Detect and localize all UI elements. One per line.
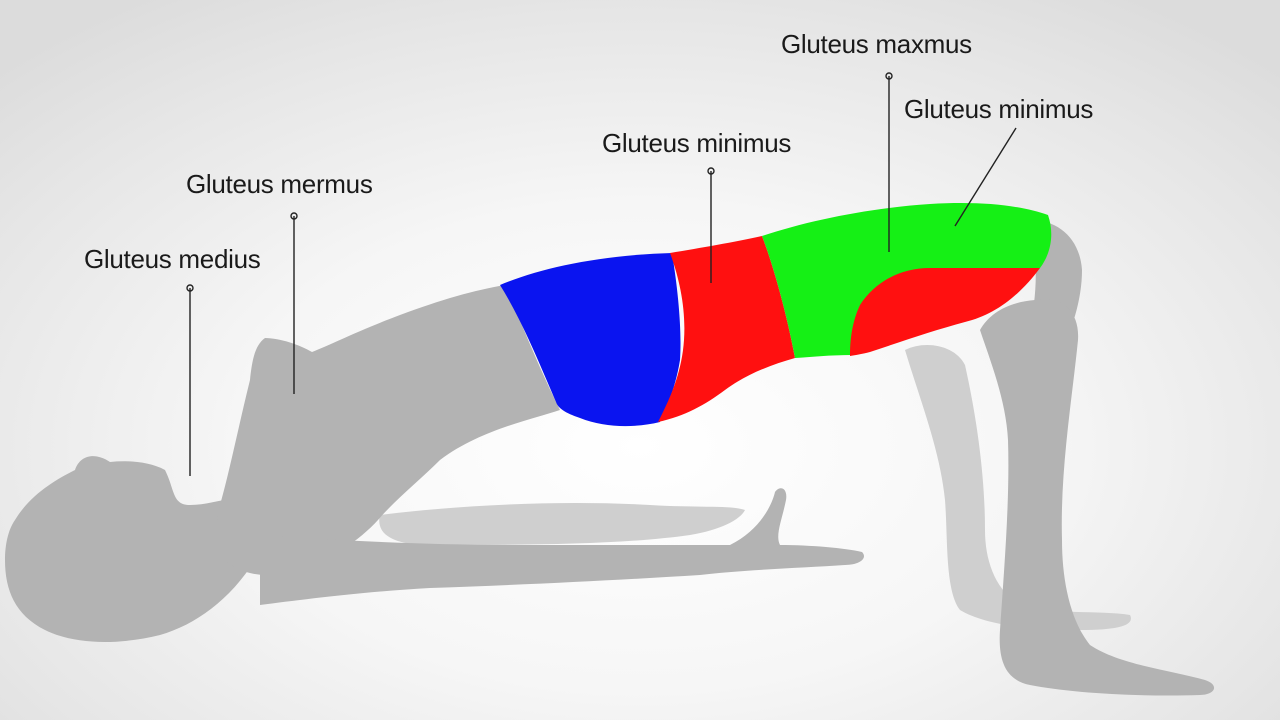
body-silhouette — [5, 220, 1215, 696]
label-gluteus-maxmus: Gluteus maxmus — [781, 29, 972, 59]
background-limbs — [379, 345, 1131, 630]
far-leg — [905, 345, 1131, 630]
muscle-regions — [500, 203, 1052, 427]
leader-dot-gluteus-medius — [186, 284, 194, 292]
head — [5, 456, 255, 642]
leader-dot-gluteus-maxmus — [885, 72, 893, 80]
region-green — [762, 203, 1052, 358]
leader-lines — [186, 72, 1017, 476]
near-arm — [260, 488, 865, 605]
torso — [216, 285, 560, 576]
region-red-center — [658, 236, 795, 422]
leader-dot-gluteus-minimus-center — [707, 167, 715, 175]
near-shin — [980, 299, 1215, 696]
label-gluteus-mermus: Gluteus mermus — [186, 169, 373, 199]
label-gluteus-medius: Gluteus medius — [84, 244, 261, 274]
region-red-right — [850, 268, 1040, 356]
far-arm — [379, 503, 745, 545]
label-gluteus-minimus-center: Gluteus minimus — [602, 128, 792, 158]
region-blue — [500, 253, 681, 427]
leader-dot-gluteus-mermus — [290, 212, 298, 220]
leader-line-gluteus-minimus-right — [954, 127, 1017, 227]
label-gluteus-minimus-right: Gluteus minimus — [904, 94, 1094, 124]
